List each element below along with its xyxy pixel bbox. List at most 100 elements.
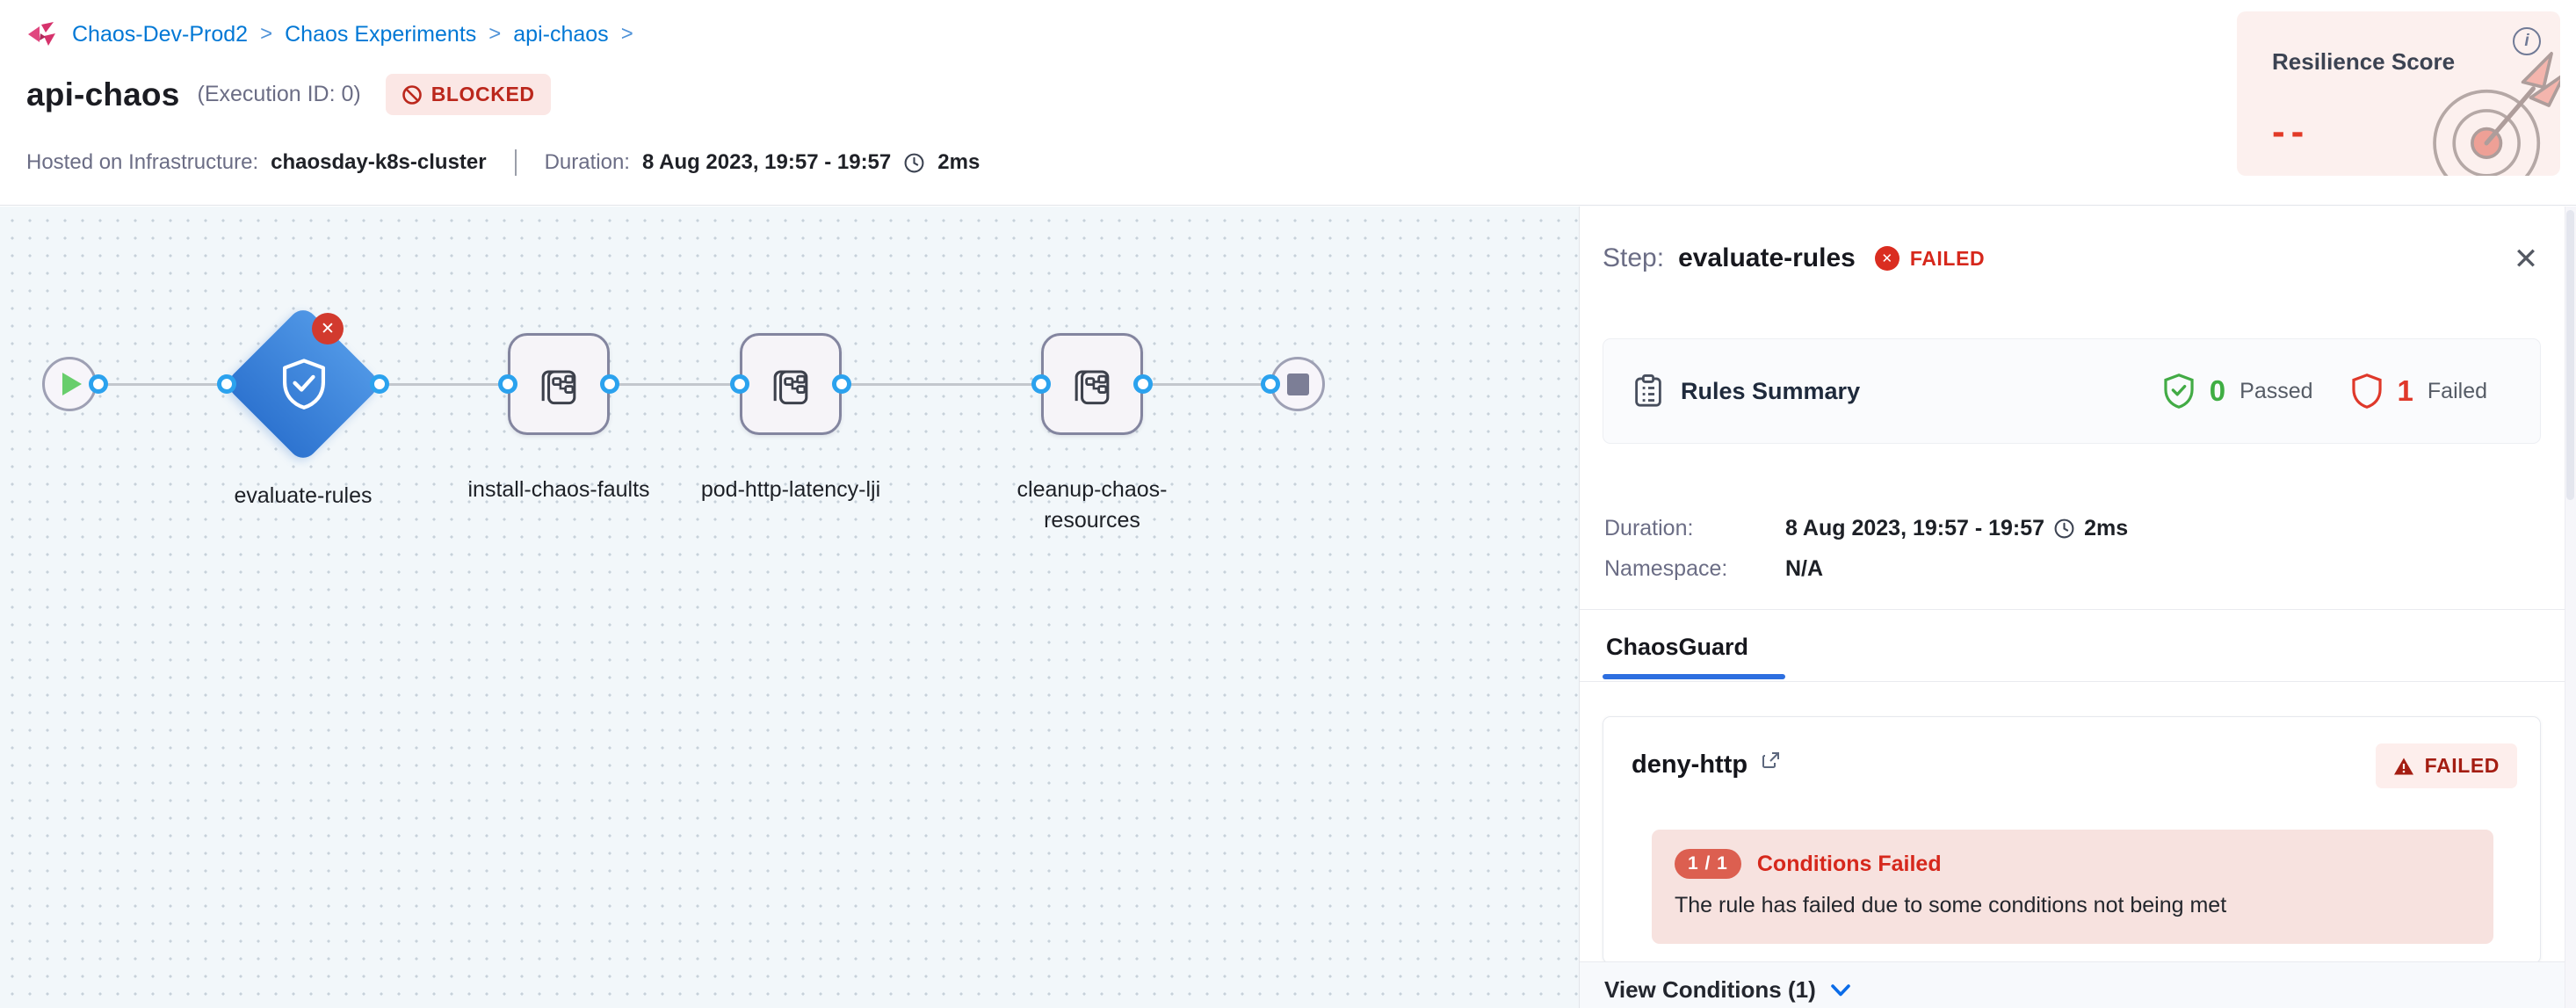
chaos-pinwheel-icon — [26, 19, 60, 49]
duration-value: 8 Aug 2023, 19:57 - 19:57 — [641, 150, 892, 174]
pipeline-node-pod-http-latency[interactable] — [740, 333, 842, 435]
tab-chaosguard[interactable]: ChaosGuard — [1606, 634, 1749, 660]
edge-cleanup-to-stop — [1143, 383, 1270, 386]
breadcrumb-separator: > — [260, 22, 273, 46]
play-icon — [62, 373, 82, 395]
shield-check-icon — [2164, 373, 2194, 409]
tab-bar-border — [1580, 681, 2576, 682]
status-badge-blocked: BLOCKED — [385, 74, 551, 115]
meta-divider — [514, 149, 517, 176]
node-label-install-chaos-faults: install-chaos-faults — [467, 477, 650, 502]
clock-icon — [904, 153, 924, 172]
duration-elapsed: 2ms — [937, 150, 980, 174]
status-badge-text: BLOCKED — [431, 83, 535, 105]
rules-summary-title: Rules Summary — [1681, 377, 1861, 404]
port — [600, 374, 619, 394]
conditions-failed-message: The rule has failed due to some conditio… — [1675, 893, 2227, 917]
view-conditions-toggle[interactable]: View Conditions (1) — [1604, 976, 1851, 1004]
panel-divider — [1580, 609, 2576, 610]
info-icon[interactable]: i — [2513, 27, 2541, 55]
close-icon[interactable]: ✕ — [2513, 243, 2539, 276]
duration-row: Duration: 8 Aug 2023, 19:57 - 19:57 2ms — [1604, 516, 2128, 541]
faults-stack-icon — [773, 370, 808, 405]
step-status-failed: FAILED — [1909, 246, 1986, 270]
clipboard-icon — [1635, 374, 1661, 407]
port — [370, 374, 389, 394]
edge-install-to-latency — [610, 383, 740, 386]
breadcrumb-link-experiment[interactable]: api-chaos — [513, 21, 609, 47]
active-tab-underline — [1603, 674, 1785, 679]
resilience-score-value: -- — [2272, 110, 2311, 153]
port — [498, 374, 517, 394]
step-details-panel: Step: evaluate-rules ✕ FAILED ✕ Rules Su… — [1579, 207, 2576, 1008]
port — [217, 374, 236, 394]
rules-summary-left: Rules Summary — [1633, 374, 1860, 408]
infrastructure-label: Hosted on Infrastructure: — [26, 150, 259, 174]
namespace-value: N/A — [1785, 556, 1824, 581]
view-conditions-label: View Conditions (1) — [1604, 976, 1816, 1003]
namespace-row: Namespace: N/A — [1604, 556, 1823, 582]
pipeline-node-install-chaos-faults[interactable] — [508, 333, 610, 435]
stop-icon — [1286, 373, 1309, 395]
node-label-evaluate-rules: evaluate-rules — [234, 483, 373, 508]
external-link-icon[interactable] — [1760, 751, 1781, 772]
chevron-down-icon — [1830, 983, 1850, 996]
execution-id-label: (Execution ID: 0) — [197, 82, 361, 106]
rules-summary-counts: 0 Passed 1 Failed — [2162, 373, 2487, 410]
resilience-score-card: Resilience Score i -- — [2237, 11, 2560, 176]
rules-summary-card: Rules Summary 0 Passed 1 Failed — [1603, 338, 2541, 444]
conditions-ratio-pill: 1 / 1 — [1675, 849, 1741, 879]
rule-status-badge: FAILED — [2375, 743, 2517, 788]
pipeline-node-cleanup-chaos-resources[interactable] — [1041, 333, 1143, 435]
step-label: Step: — [1603, 243, 1665, 272]
edge-start-to-guard — [98, 383, 227, 386]
x-circle-icon: ✕ — [1874, 246, 1899, 271]
title-row: api-chaos (Execution ID: 0) BLOCKED — [26, 74, 551, 115]
pipeline-start-node[interactable] — [42, 357, 97, 411]
shield-check-icon — [283, 359, 325, 410]
faults-stack-icon — [541, 370, 576, 405]
breadcrumb-link-project[interactable]: Chaos-Dev-Prod2 — [72, 21, 249, 47]
step-header: Step: evaluate-rules ✕ FAILED — [1603, 243, 1985, 273]
port — [1133, 374, 1153, 394]
target-dart-icon — [2433, 52, 2560, 176]
pipeline-canvas[interactable]: ✕ — [0, 207, 1579, 1008]
node-label-cleanup-chaos-resources: cleanup-chaos-resources — [1017, 477, 1168, 533]
pipeline-node-evaluate-rules[interactable]: ✕ — [223, 304, 383, 464]
namespace-key: Namespace: — [1604, 556, 1728, 581]
rule-card-deny-http: deny-http FAILED 1 / 1 Conditions Failed — [1603, 716, 2541, 964]
page-title: api-chaos — [26, 76, 180, 112]
breadcrumb-link-experiments[interactable]: Chaos Experiments — [285, 21, 477, 47]
failed-count: 1 — [2397, 374, 2413, 407]
page-header: Chaos-Dev-Prod2 > Chaos Experiments > ap… — [0, 0, 2576, 206]
port — [1261, 374, 1280, 394]
port — [89, 374, 108, 394]
step-name: evaluate-rules — [1678, 243, 1856, 272]
warning-triangle-icon — [2393, 758, 2413, 774]
conditions-failed-alert: 1 / 1 Conditions Failed The rule has fai… — [1652, 830, 2493, 944]
duration-elapsed: 2ms — [2084, 516, 2129, 540]
duration-label: Duration: — [544, 150, 630, 174]
panel-scrollbar-thumb[interactable] — [2566, 210, 2574, 500]
failed-label: Failed — [2427, 378, 2487, 403]
conditions-failed-title: Conditions Failed — [1756, 851, 1942, 876]
panel-scrollbar[interactable] — [2565, 207, 2576, 1008]
panel-footer: View Conditions (1) — [1580, 961, 2576, 1008]
port — [1031, 374, 1051, 394]
resilience-score-title: Resilience Score — [2272, 48, 2456, 75]
shield-icon — [2351, 373, 2382, 409]
infrastructure-value: chaosday-k8s-cluster — [271, 150, 487, 174]
port — [832, 374, 851, 394]
pipeline-stop-node[interactable] — [1270, 357, 1325, 411]
node-label-pod-http-latency: pod-http-latency-lji — [700, 477, 881, 502]
edge-guard-to-install — [380, 383, 508, 386]
rule-name: deny-http — [1632, 751, 1748, 779]
passed-count: 0 — [2209, 374, 2226, 407]
clock-icon — [2054, 519, 2074, 539]
rule-status-text: FAILED — [2424, 754, 2500, 777]
experiment-meta-row: Hosted on Infrastructure: chaosday-k8s-c… — [26, 149, 980, 176]
prohibited-circle-icon — [402, 84, 422, 105]
edge-latency-to-cleanup — [842, 383, 1041, 386]
x-circle-icon: ✕ — [312, 313, 344, 344]
